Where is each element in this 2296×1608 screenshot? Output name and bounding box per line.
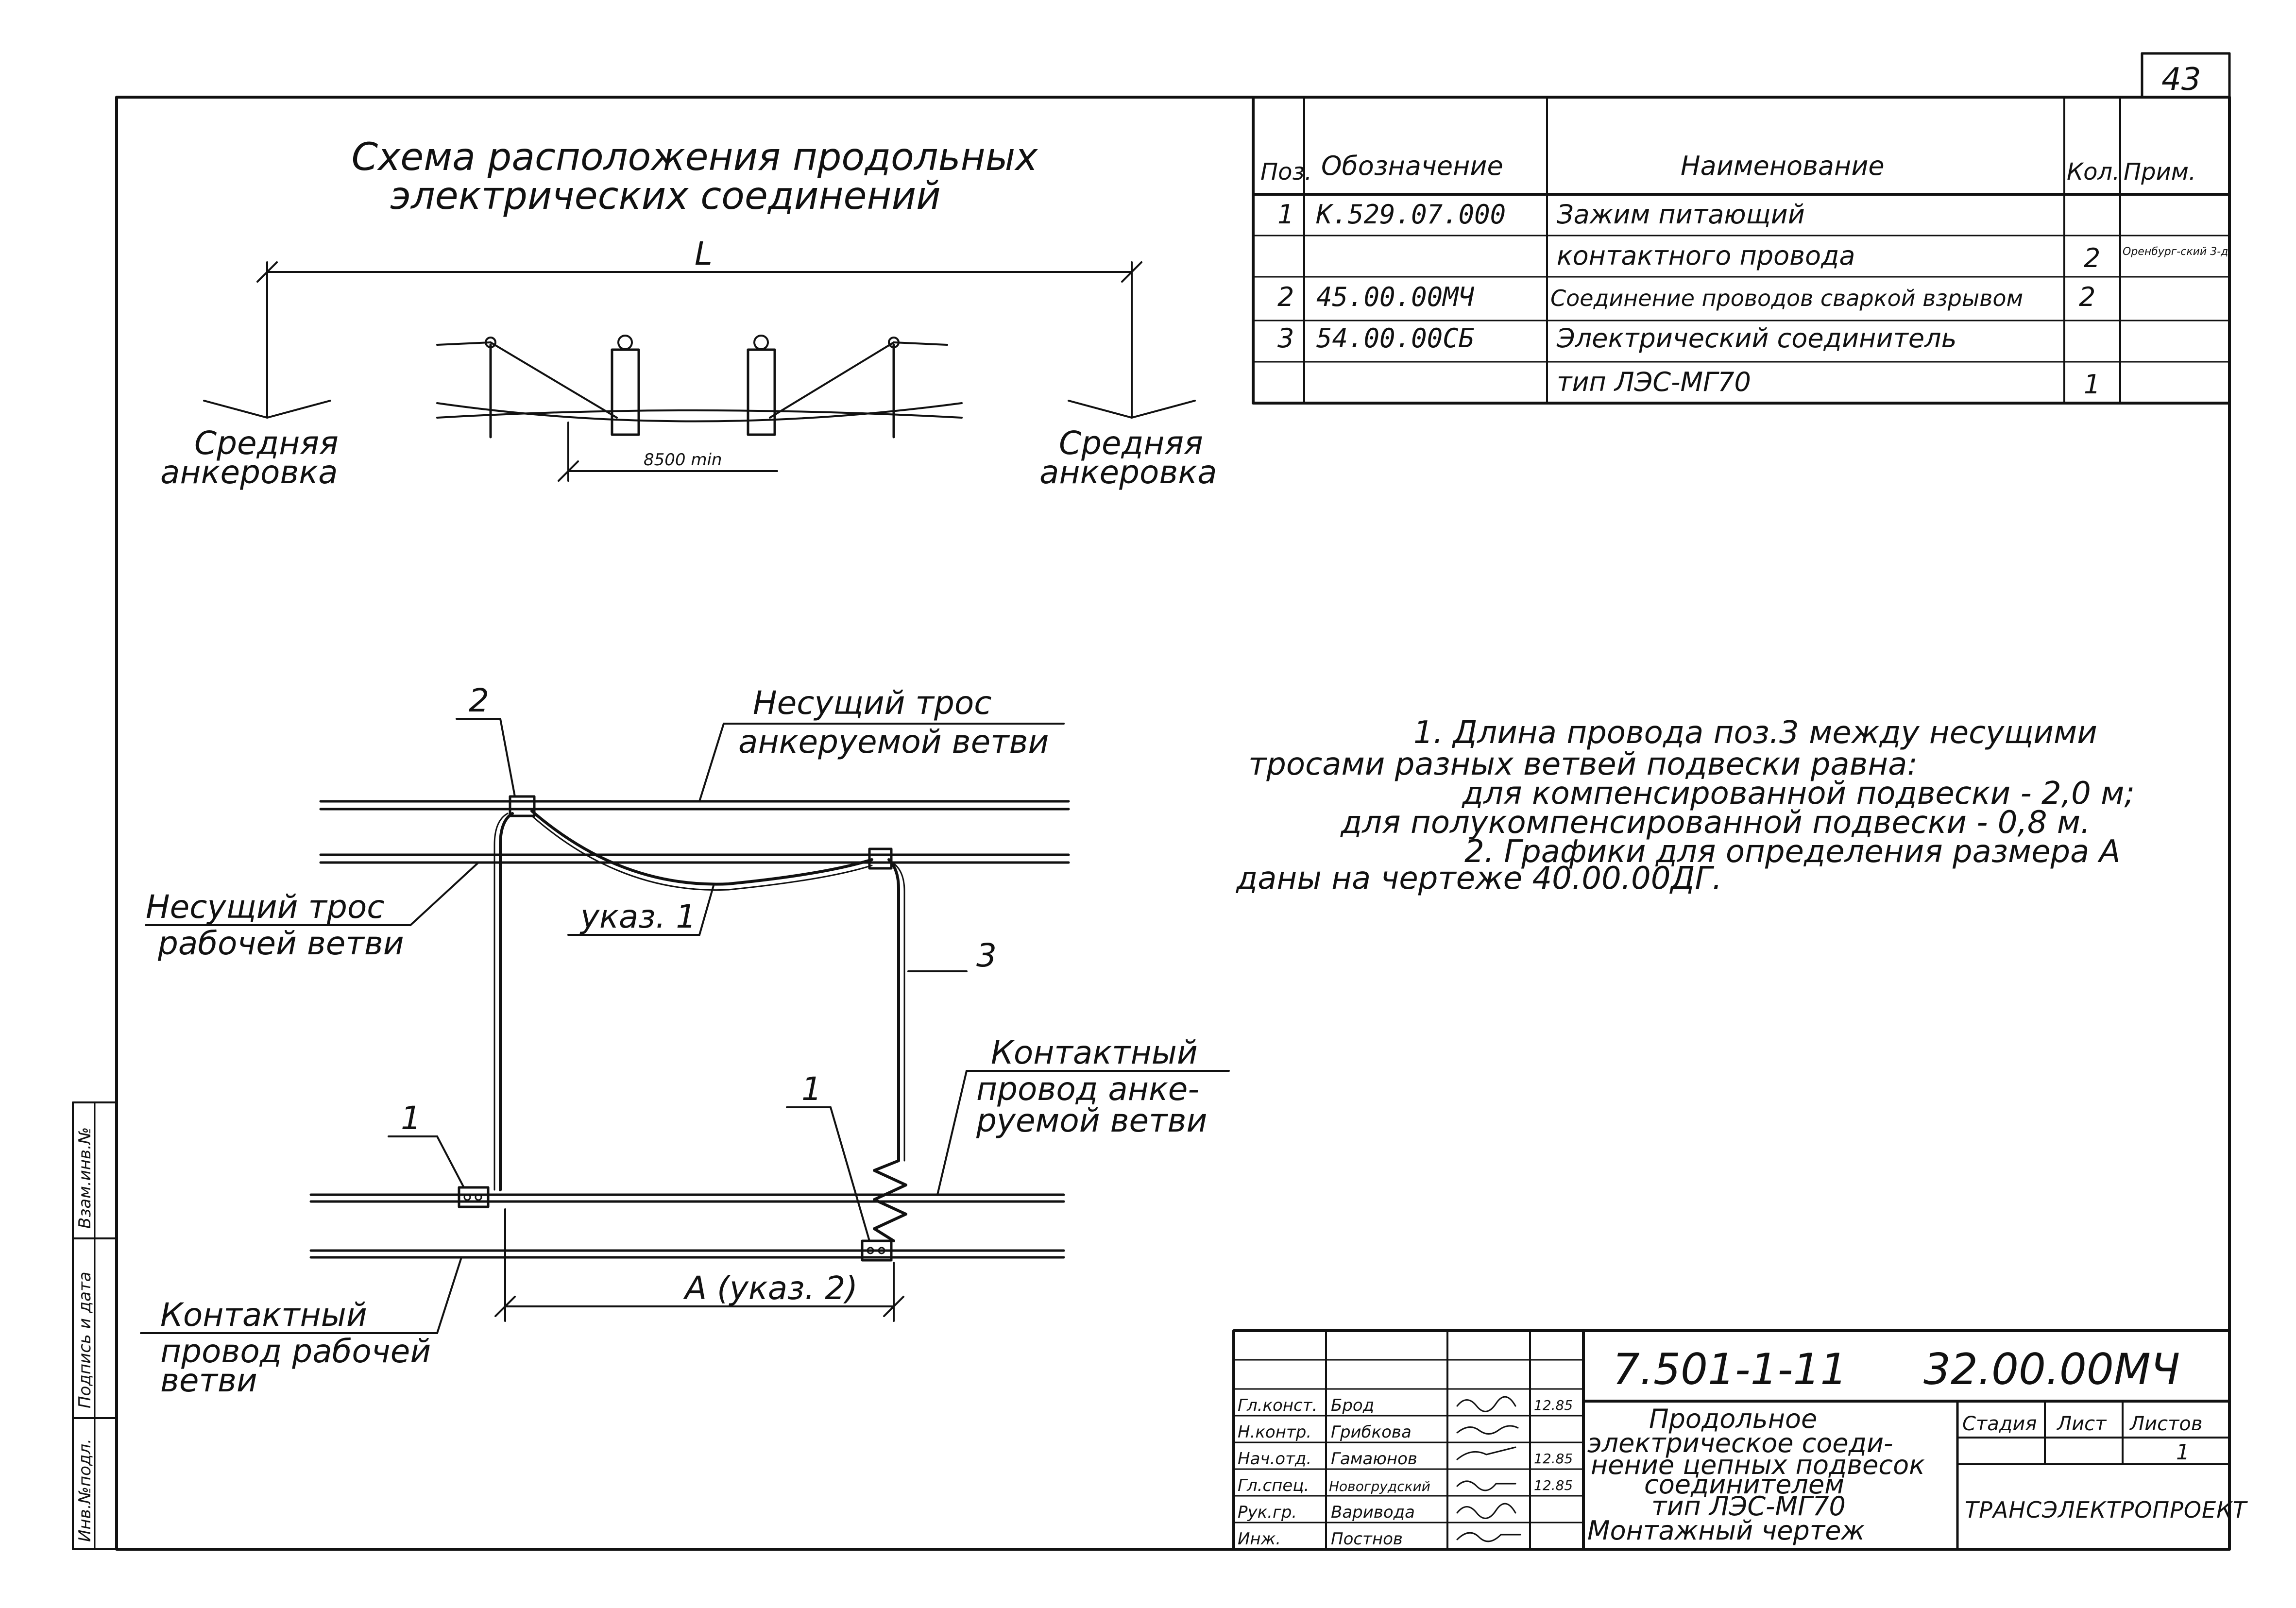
title-text-line4: соединителем (1644, 1469, 1844, 1500)
note-line-5: 2. Графики для определения размера А (1464, 834, 2121, 870)
tb-name: Грибкова (1331, 1422, 1412, 1442)
label-carrier-anchor-line1: Несущий трос (753, 684, 992, 722)
title-sheet-code: 32.00.00МЧ (1923, 1344, 2180, 1394)
dim-L-label: L (695, 235, 713, 272)
label-contact-work-line2: провод рабочей (160, 1333, 431, 1370)
spec-cell: 1 (2084, 369, 2100, 400)
anchor-left-line1: Средняя (194, 424, 339, 462)
left-margin-strip (72, 1101, 118, 1550)
dim-8500-label: 8500 min (644, 450, 722, 470)
spec-header-name: Наименование (1681, 151, 1885, 181)
note-line-3: для компенсированной подвески - 2,0 м; (1462, 776, 2135, 812)
spec-header-qty: Кол. (2067, 158, 2120, 186)
tb-role: Гл.спец. (1238, 1476, 1309, 1495)
tb-name: Постнов (1331, 1529, 1403, 1549)
margin-sign-date: Подпись и дата (75, 1271, 95, 1408)
label-contact-work-line1: Контактный (160, 1296, 367, 1334)
connection-diagram (140, 718, 1230, 1334)
note-line-4: для полукомпенсированной подвески - 0,8 … (1340, 805, 2091, 841)
title-block-grid (1232, 1329, 2231, 1551)
spec-cell: тип ЛЭС-МГ70 (1557, 367, 1751, 397)
tb-role: Инж. (1238, 1529, 1281, 1549)
note-line-2: тросами разных ветвей подвески равна: (1248, 746, 1918, 782)
tb-sheets-label: Листов (2129, 1413, 2202, 1435)
label-carrier-anchor-line2: анкеруемой ветви (738, 723, 1049, 761)
label-carrier-work-line2: рабочей ветви (157, 925, 404, 962)
tb-role: Гл.конст. (1238, 1396, 1317, 1415)
tb-name: Новогрудский (1329, 1478, 1430, 1494)
spec-cell: Электрический соединитель (1556, 323, 1956, 354)
anchor-right-line2: анкеровка (1039, 454, 1217, 491)
title-text-line2: электрическое соеди- (1587, 1428, 1893, 1458)
tb-stage-label: Стадия (1962, 1413, 2037, 1435)
callout-1-left: 1 (401, 1100, 421, 1137)
spec-header-note: Прим. (2124, 158, 2196, 186)
spec-header-pos: Поз. (1260, 158, 1312, 186)
spec-cell: Соединение проводов сваркой взрывом (1550, 285, 2023, 311)
spec-cell: Оренбург-ский 3-д (2123, 246, 2228, 258)
tb-sheets-value: 1 (2176, 1440, 2190, 1465)
label-note-ref: указ. 1 (579, 898, 696, 935)
spec-cell: 3 (1277, 323, 1294, 354)
layout-scheme (203, 261, 1196, 482)
callout-2: 2 (469, 682, 489, 719)
tb-role: Рук.гр. (1238, 1503, 1297, 1522)
tb-name: Гамаюнов (1331, 1449, 1417, 1469)
title-text-line5: тип ЛЭС-МГ70 (1651, 1491, 1846, 1522)
label-contact-anchor-line3: руемой ветви (976, 1102, 1207, 1139)
callout-1-right: 1 (801, 1070, 822, 1108)
callout-3: 3 (976, 937, 997, 974)
anchor-right-line1: Средняя (1059, 424, 1203, 462)
label-carrier-work-line1: Несущий трос (146, 888, 385, 926)
label-contact-anchor-line1: Контактный (991, 1034, 1198, 1071)
scheme-title-line1: Схема расположения продольных (352, 135, 1038, 179)
dim-A-label: А (указ. 2) (683, 1269, 858, 1307)
spec-cell: 45.00.00МЧ (1316, 282, 1475, 312)
spec-cell: 2 (2079, 282, 2095, 312)
spec-cell: 2 (1277, 282, 1294, 312)
tb-date: 12.85 (1534, 1397, 1573, 1413)
label-contact-anchor-line2: провод анке- (976, 1070, 1199, 1108)
title-text-line1: Продольное (1649, 1404, 1817, 1434)
tb-name: Брод (1331, 1396, 1374, 1415)
title-text-line3: нение цепных подвесок (1591, 1450, 1925, 1480)
tb-sheet-label: Лист (2056, 1413, 2107, 1435)
spec-cell: Зажим питающий (1557, 199, 1805, 230)
tb-role: Н.контр. (1238, 1422, 1311, 1442)
tb-company: ТРАНСЭЛЕКТРОПРОЕКТ (1965, 1497, 2248, 1523)
label-contact-work-line3: ветви (160, 1362, 257, 1399)
sheet-frame (115, 52, 2231, 1551)
note-line-6: даны на чертеже 40.00.00ДГ. (1236, 861, 1722, 897)
tb-date: 12.85 (1534, 1451, 1573, 1467)
spec-table-grid (1252, 96, 2231, 405)
tb-date: 12.85 (1534, 1477, 1573, 1493)
note-line-1: 1. Длина провода поз.3 между несущими (1413, 715, 2097, 751)
spec-header-designation: Обозначение (1321, 151, 1503, 181)
margin-replace-inv: Взам.инв.№ (75, 1127, 95, 1229)
spec-cell: 2 (2084, 243, 2100, 273)
spec-cell: К.529.07.000 (1316, 199, 1506, 230)
scheme-title-line2: электрических соединений (390, 174, 941, 218)
title-text-line6: Монтажный чертеж (1587, 1515, 1865, 1546)
spec-cell: контактного провода (1557, 240, 1855, 271)
spec-cell: 1 (1277, 199, 1294, 230)
spec-cell: 54.00.00СБ (1316, 323, 1474, 354)
anchor-left-line2: анкеровка (160, 454, 338, 491)
margin-inv-no: Инв.№подл. (75, 1439, 95, 1542)
page-number: 43 (2161, 62, 2201, 98)
title-doc-code: 7.501-1-11 (1613, 1344, 1847, 1394)
tb-role: Нач.отд. (1238, 1449, 1311, 1469)
tb-name: Варивода (1331, 1503, 1415, 1522)
